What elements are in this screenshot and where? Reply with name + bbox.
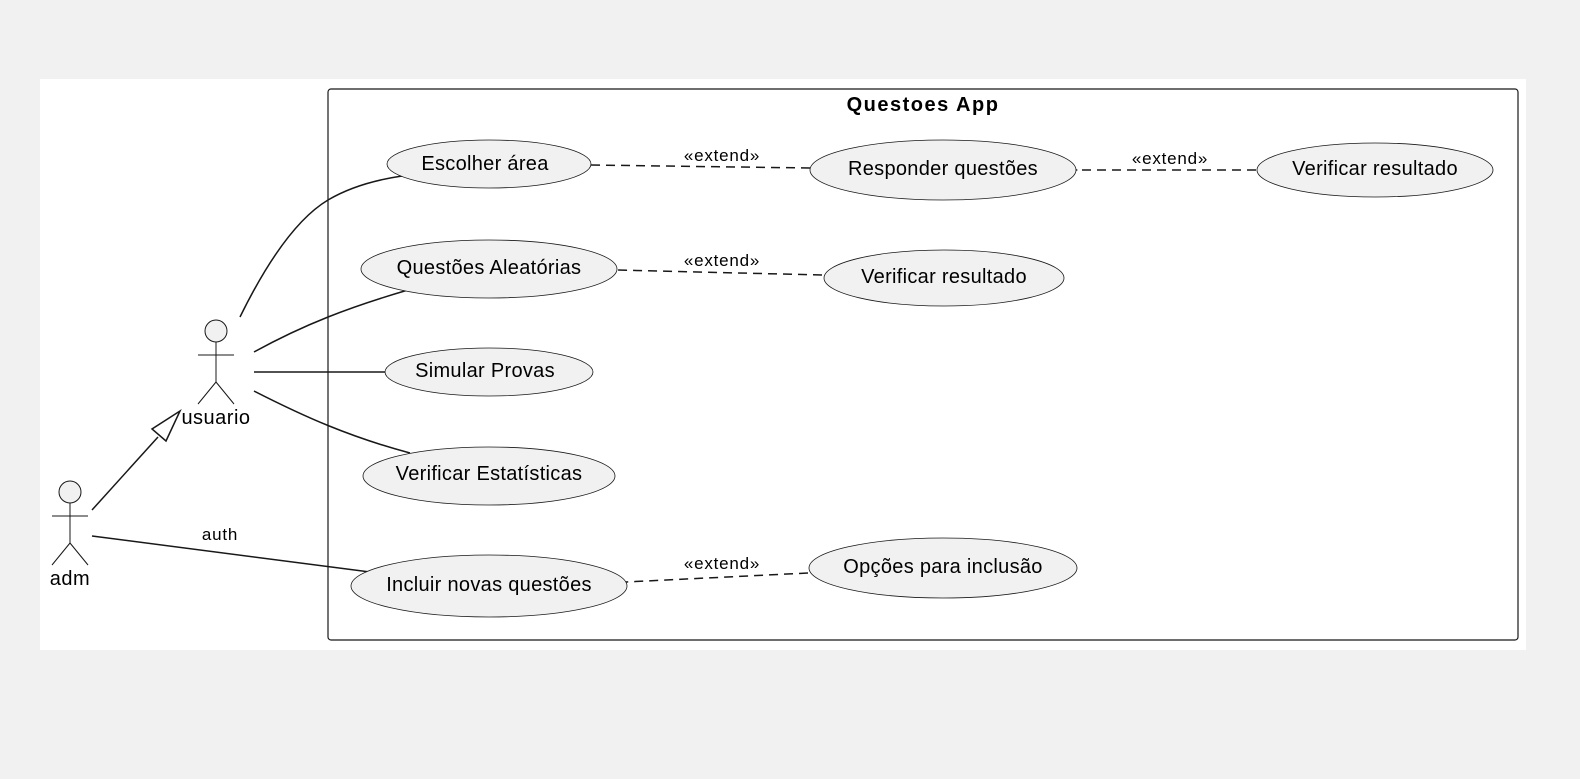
usecase-incluir-novas-questoes[interactable]: Incluir novas questões [350,554,628,618]
usecase-escolher-area[interactable]: Escolher área [386,139,592,189]
extend-label-3: «extend» [684,251,760,270]
actor-adm-label: adm [50,568,90,590]
usecase-questoes-aleatorias[interactable]: Questões Aleatórias [360,239,618,299]
extend-label-1: «extend» [684,146,760,165]
usecase-verificar-resultado-2[interactable]: Verificar resultado [823,249,1065,307]
system-title: Questoes App [847,94,1000,116]
usecase-simular-provas[interactable]: Simular Provas [384,347,594,397]
actor-adm[interactable]: adm [50,480,90,590]
usecase-incluir-novas-questoes-label: Incluir novas questões [386,574,592,596]
generalization-line [91,436,159,511]
extend-verificar-to-aleatorias [616,270,823,276]
stick-figure-icon [51,480,89,566]
usecase-verificar-resultado-1-label: Verificar resultado [1292,158,1458,180]
extend-responder-to-escolher [590,165,811,168]
usecase-verificar-resultado-1[interactable]: Verificar resultado [1256,142,1494,198]
association-usuario-escolher-area [239,175,403,318]
usecase-verificar-estatisticas-label: Verificar Estatísticas [396,463,583,485]
system-boundary [327,88,1519,641]
auth-label: auth [202,525,238,544]
association-usuario-questoes-aleatorias [253,289,409,353]
generalization-arrowhead [150,408,182,443]
actor-usuario-label: usuario [181,407,250,429]
stick-figure-icon [197,319,235,405]
usecase-escolher-area-label: Escolher área [421,153,549,175]
usecase-verificar-estatisticas[interactable]: Verificar Estatísticas [362,446,616,506]
association-usuario-verificar-estatisticas [253,390,411,454]
usecase-responder-questoes-label: Responder questões [848,158,1038,180]
extend-label-2: «extend» [1132,149,1208,168]
usecase-opcoes-para-inclusao-label: Opções para inclusão [843,556,1042,578]
usecase-responder-questoes[interactable]: Responder questões [809,139,1077,201]
usecase-simular-provas-label: Simular Provas [415,360,555,382]
actor-usuario[interactable]: usuario [181,319,250,429]
extend-opcoes-to-incluir [626,572,809,582]
usecase-questoes-aleatorias-label: Questões Aleatórias [397,257,582,279]
extend-label-4: «extend» [684,554,760,573]
usecase-opcoes-para-inclusao[interactable]: Opções para inclusão [808,537,1078,599]
usecase-verificar-resultado-2-label: Verificar resultado [861,266,1027,288]
association-adm-incluir-novas-questoes [91,535,371,573]
